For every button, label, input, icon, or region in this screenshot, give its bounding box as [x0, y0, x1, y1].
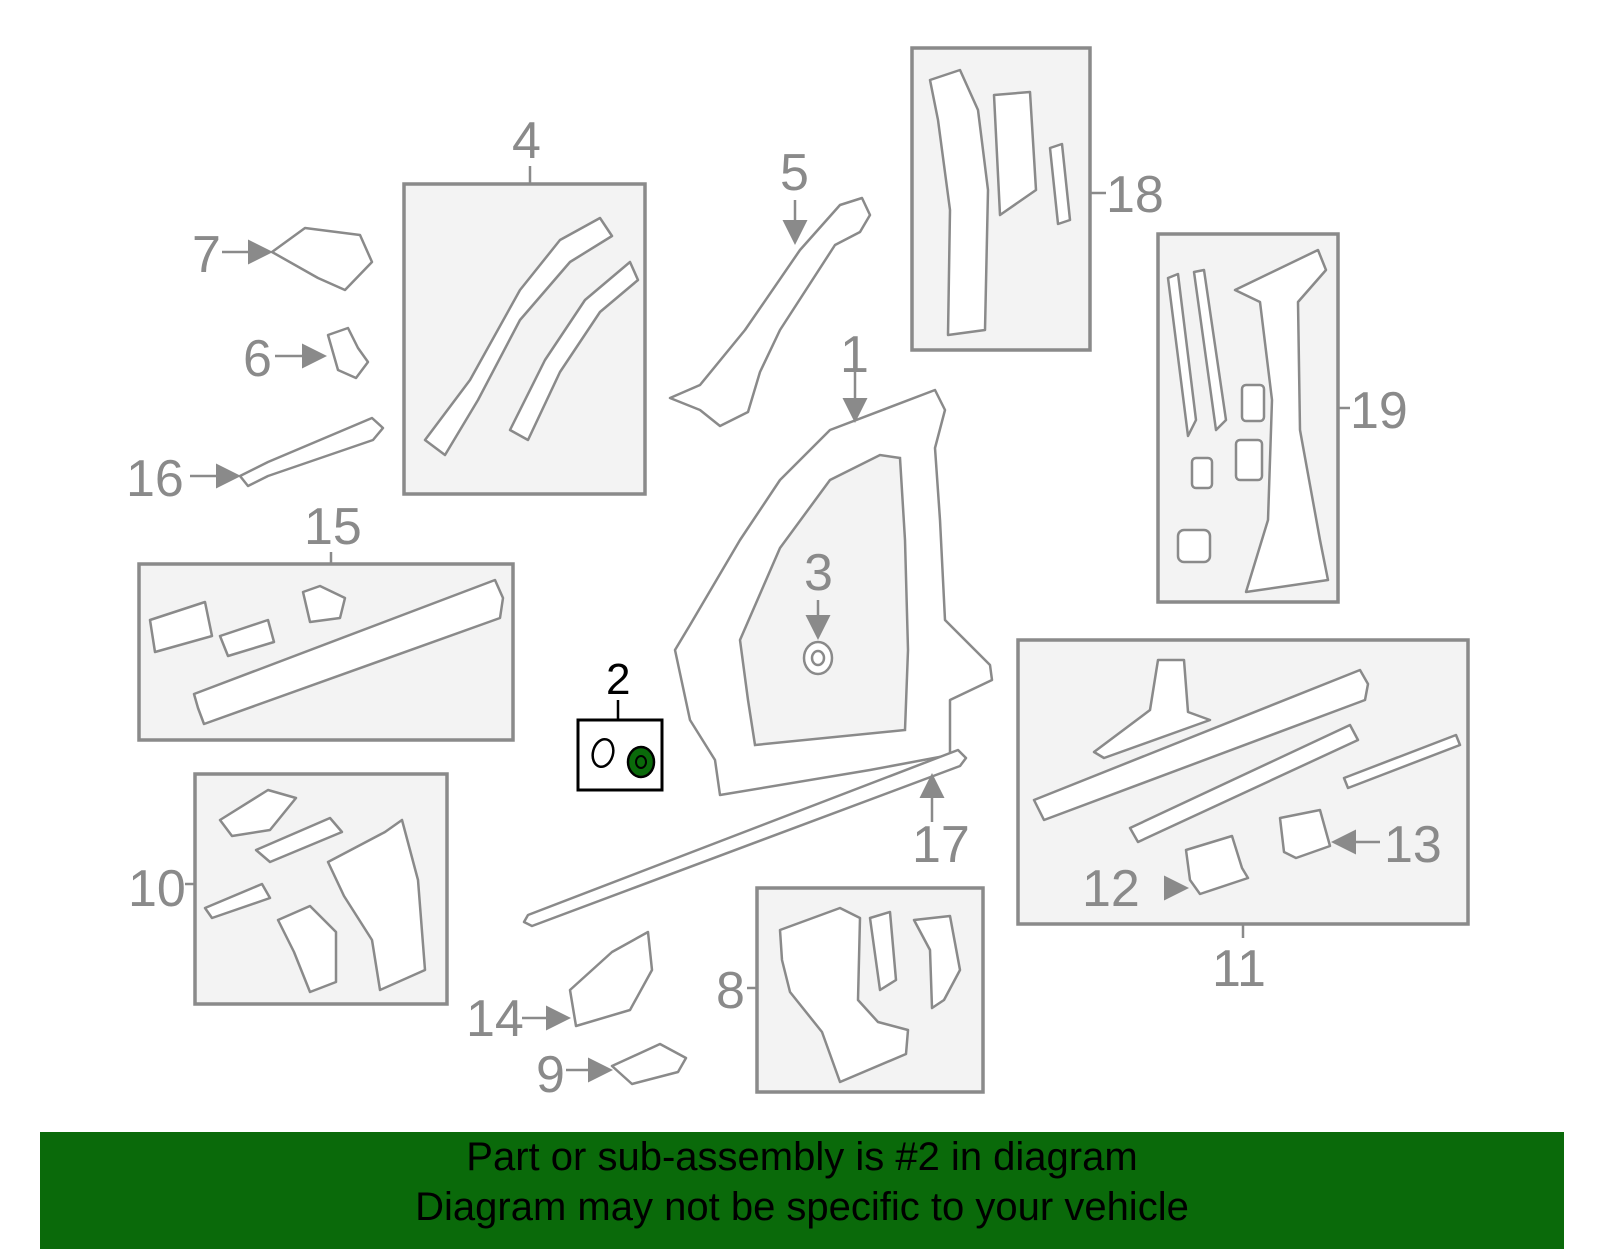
callout-1: 1 [840, 326, 869, 384]
part-3[interactable]: 3 [802, 544, 834, 676]
banner-line-1: Part or sub-assembly is #2 in diagram [466, 1135, 1138, 1179]
callout-14: 14 [466, 990, 524, 1048]
callout-13: 13 [1384, 816, 1442, 874]
part-17[interactable]: 17 [522, 748, 970, 928]
info-banner: Part or sub-assembly is #2 in diagram Di… [40, 1132, 1564, 1249]
callout-7: 7 [192, 226, 221, 284]
callout-17: 17 [912, 816, 970, 874]
part-12-13-callouts: 12 13 [1082, 816, 1442, 918]
part-5[interactable]: 5 [668, 144, 872, 428]
callout-9: 9 [536, 1046, 565, 1104]
callout-4: 4 [512, 112, 541, 170]
callout-11: 11 [1212, 940, 1266, 998]
part-1[interactable]: 1 [673, 326, 994, 797]
part-7[interactable]: 7 [192, 226, 374, 292]
callout-5: 5 [780, 144, 809, 202]
part-9[interactable]: 9 [536, 1042, 688, 1104]
part-group-10[interactable]: 10 [128, 772, 449, 1006]
callout-16: 16 [126, 450, 184, 508]
part-group-8[interactable]: 8 [716, 886, 985, 1094]
callout-12: 12 [1082, 860, 1140, 918]
callout-15: 15 [304, 498, 362, 556]
part-group-19[interactable]: 19 [1156, 232, 1408, 604]
callout-10: 10 [128, 860, 186, 918]
part-2-highlighted[interactable]: 2 [576, 655, 664, 792]
part-16[interactable]: 16 [126, 416, 385, 508]
part-14[interactable]: 14 [466, 930, 654, 1048]
callout-3: 3 [804, 544, 833, 602]
part-6[interactable]: 6 [243, 326, 370, 388]
callout-2: 2 [606, 655, 630, 704]
callout-19: 19 [1350, 382, 1408, 440]
part-group-18[interactable]: 18 [910, 46, 1164, 352]
part-group-4[interactable]: 4 [402, 112, 647, 496]
callout-18: 18 [1106, 166, 1164, 224]
callout-6: 6 [243, 330, 272, 388]
callout-8: 8 [716, 962, 745, 1020]
banner-line-2: Diagram may not be specific to your vehi… [415, 1185, 1189, 1229]
part-group-11[interactable]: 11 [1016, 638, 1470, 998]
part-group-15[interactable]: 15 [137, 498, 515, 742]
